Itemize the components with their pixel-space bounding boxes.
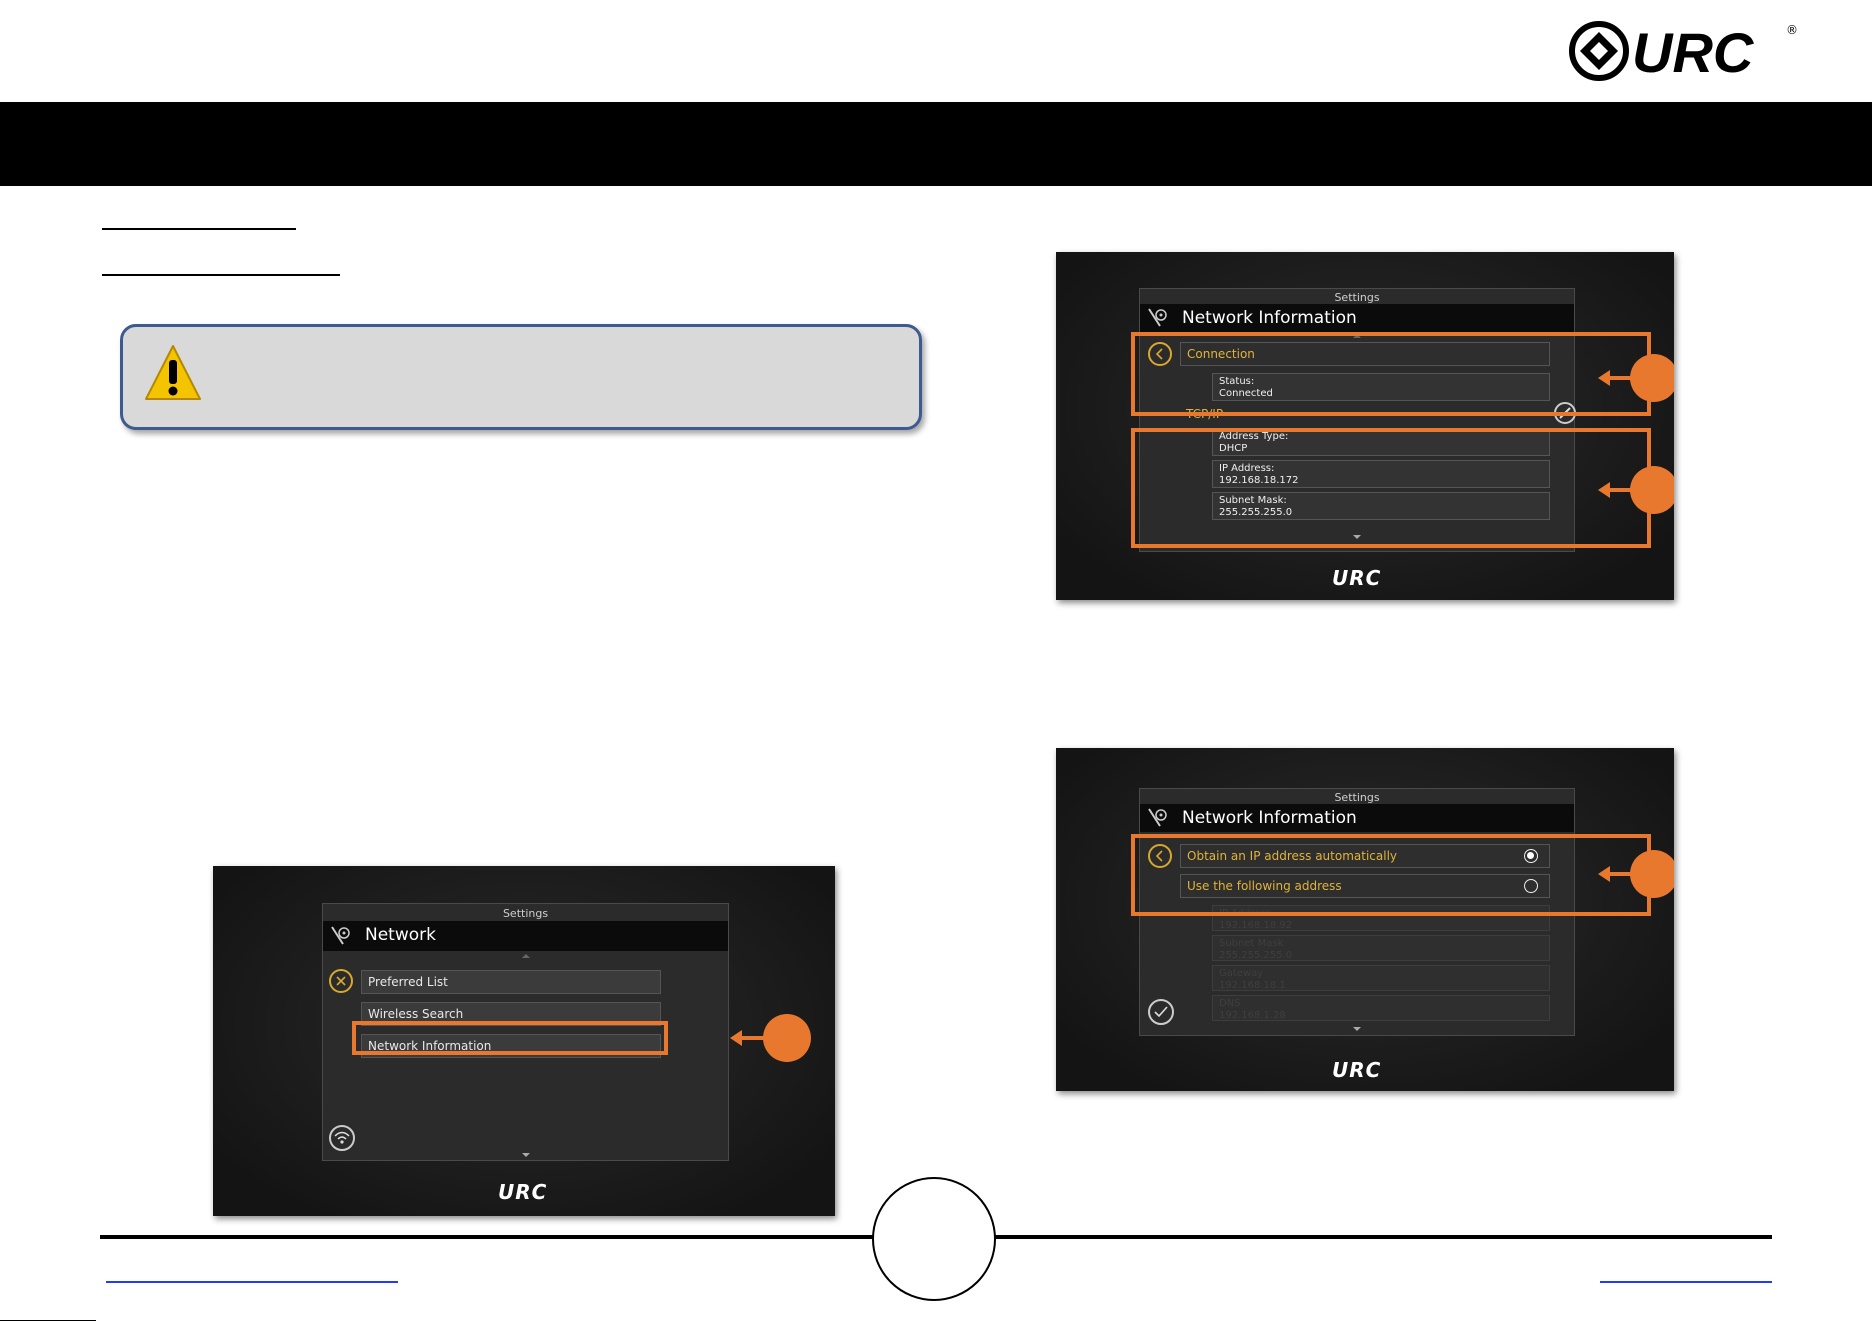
callout-arrow — [1598, 482, 1638, 498]
screen-title: Network Information — [1182, 808, 1357, 828]
dim-field-value: 192.168.1.28 — [1219, 1010, 1286, 1021]
warning-triangle-icon — [145, 345, 201, 400]
corner-rule — [0, 1320, 96, 1321]
ip-address-label: IP Address: — [1219, 463, 1275, 474]
highlight-network-information — [352, 1021, 668, 1055]
callout-number-bubble — [1630, 850, 1674, 898]
screen-header: Network Information — [1140, 304, 1574, 332]
subsection-heading-rule — [102, 274, 340, 276]
warning-callout — [120, 324, 922, 430]
subnet-mask-label: Subnet Mask: — [1219, 495, 1287, 506]
scroll-down-icon[interactable] — [1353, 1027, 1361, 1031]
section-heading-rule — [102, 228, 296, 230]
scroll-down-icon[interactable] — [1353, 535, 1361, 539]
checkmark-icon — [1154, 1006, 1168, 1018]
page-number-circle — [872, 1177, 996, 1301]
close-icon — [336, 976, 346, 986]
settings-tools-icon — [1148, 808, 1167, 827]
urc-logo: URC ® — [1568, 20, 1798, 84]
wifi-icon — [334, 1131, 350, 1144]
svg-text:URC: URC — [1632, 21, 1755, 82]
back-button[interactable] — [1148, 844, 1172, 868]
callout-number-bubble — [1630, 466, 1674, 514]
connection-row[interactable]: Connection — [1180, 342, 1550, 366]
scroll-up-icon[interactable] — [1353, 334, 1361, 338]
footer-link-right[interactable] — [1600, 1281, 1772, 1283]
chevron-left-icon — [1155, 850, 1163, 862]
dim-field-label: Subnet Mask — [1219, 938, 1284, 949]
settings-label: Settings — [1334, 791, 1380, 804]
address-type-label: Address Type: — [1219, 431, 1289, 442]
dim-field-value: 192.168.18.92 — [1219, 920, 1293, 931]
radio-obtain-automatically[interactable] — [1524, 849, 1538, 863]
callout-arrow — [730, 1030, 776, 1046]
dim-field-value: 192.168.18.1 — [1219, 980, 1286, 991]
subnet-mask-field: Subnet Mask: 255.255.255.0 — [1212, 492, 1550, 520]
screenshot-network-information-edit: Settings Network Information Obtain an I… — [1056, 748, 1674, 1091]
settings-label: Settings — [1334, 291, 1380, 304]
option-use-following-label: Use the following address — [1187, 879, 1342, 893]
screen-header: Network — [323, 921, 728, 951]
dim-field-value: 255.255.255.0 — [1219, 950, 1293, 961]
option-use-following[interactable]: Use the following address — [1180, 874, 1550, 898]
callout-number-bubble — [1630, 354, 1674, 402]
status-field: Status: Connected — [1212, 373, 1550, 401]
screen-title: Network — [365, 925, 436, 945]
menu-item-preferred-list[interactable]: Preferred List — [361, 970, 661, 994]
ip-address-field: IP Address: 192.168.18.172 — [1212, 460, 1550, 488]
confirm-button[interactable] — [1148, 999, 1174, 1025]
wifi-button[interactable] — [329, 1125, 355, 1151]
highlight-ip-options — [1131, 834, 1651, 916]
close-button[interactable] — [329, 969, 353, 993]
callout-arrow — [1598, 370, 1638, 386]
address-type-field: Address Type: DHCP — [1212, 428, 1550, 456]
back-button[interactable] — [1148, 342, 1172, 366]
dim-field-label: Gateway — [1219, 968, 1264, 979]
radio-use-following[interactable] — [1524, 879, 1538, 893]
footer-link-left[interactable] — [106, 1281, 398, 1283]
scroll-up-icon[interactable] — [521, 954, 530, 958]
screen-header: Network Information — [1140, 804, 1574, 832]
address-type-value: DHCP — [1219, 443, 1248, 454]
option-obtain-automatically-label: Obtain an IP address automatically — [1187, 849, 1398, 863]
status-label: Status: — [1219, 376, 1255, 387]
scroll-down-icon[interactable] — [521, 1153, 530, 1157]
screen-title: Network Information — [1182, 308, 1357, 328]
settings-tools-icon — [1148, 308, 1167, 327]
dim-field-label: DNS — [1219, 998, 1241, 1009]
svg-text:®: ® — [1786, 23, 1798, 37]
dns-field-disabled: DNS 192.168.1.28 — [1212, 995, 1550, 1021]
screen-urc-logo: URC — [1332, 1058, 1382, 1082]
settings-label: Settings — [502, 907, 549, 920]
option-obtain-automatically[interactable]: Obtain an IP address automatically — [1180, 844, 1550, 868]
ip-address-value: 192.168.18.172 — [1219, 475, 1299, 486]
screenshot-network: Settings Network Preferred List Wireless… — [213, 866, 835, 1216]
settings-tools-icon — [331, 926, 350, 945]
status-value: Connected — [1219, 388, 1273, 399]
chevron-left-icon — [1155, 348, 1163, 360]
gateway-field-disabled: Gateway 192.168.18.1 — [1212, 965, 1550, 991]
screenshot-network-information: Settings Network Information Connection … — [1056, 252, 1674, 600]
highlight-tcpip-fields — [1131, 428, 1651, 548]
title-banner — [0, 102, 1872, 186]
callout-arrow — [1598, 866, 1638, 882]
highlight-connection — [1131, 332, 1651, 416]
callout-number-bubble — [763, 1014, 811, 1062]
subnet-mask-field-disabled: Subnet Mask 255.255.255.0 — [1212, 935, 1550, 961]
screen-urc-logo: URC — [498, 1180, 548, 1204]
subnet-mask-value: 255.255.255.0 — [1219, 507, 1293, 518]
screen-urc-logo: URC — [1332, 566, 1382, 590]
